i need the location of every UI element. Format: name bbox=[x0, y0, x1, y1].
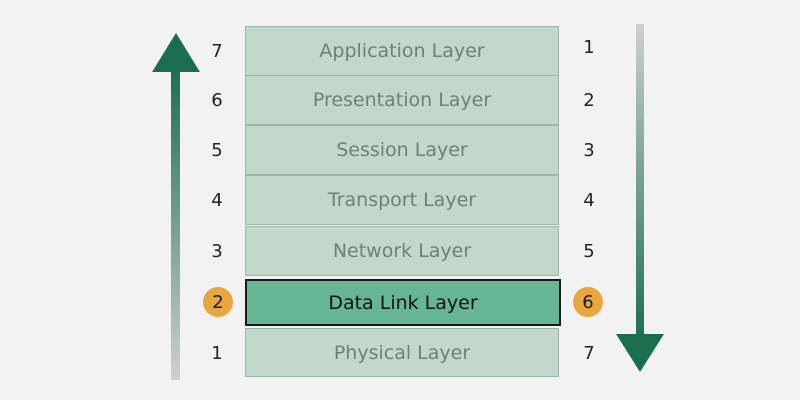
left-number-badge: 2 bbox=[203, 287, 233, 317]
right-number-badge: 6 bbox=[573, 287, 603, 317]
down-arrow-icon bbox=[616, 24, 664, 372]
right-number: 4 bbox=[583, 189, 595, 211]
left-number: 4 bbox=[211, 189, 223, 211]
layer-network-layer: Network Layer bbox=[245, 226, 559, 276]
layer-session-layer: Session Layer bbox=[245, 125, 559, 175]
left-number: 7 bbox=[211, 40, 223, 62]
layer-application-layer: Application Layer bbox=[245, 26, 559, 76]
layer-presentation-layer: Presentation Layer bbox=[245, 75, 559, 125]
right-number: 3 bbox=[583, 139, 595, 161]
right-number: 5 bbox=[583, 240, 595, 262]
layer-data-link-layer: Data Link Layer bbox=[245, 279, 561, 326]
left-number: 1 bbox=[211, 342, 223, 364]
right-number: 1 bbox=[583, 36, 595, 58]
layer-physical-layer: Physical Layer bbox=[245, 328, 559, 377]
left-number: 3 bbox=[211, 240, 223, 262]
left-number: 5 bbox=[211, 139, 223, 161]
up-arrow-icon bbox=[152, 33, 200, 380]
right-number: 2 bbox=[583, 89, 595, 111]
right-number: 7 bbox=[583, 342, 595, 364]
left-number: 6 bbox=[211, 89, 223, 111]
layer-transport-layer: Transport Layer bbox=[245, 175, 559, 225]
